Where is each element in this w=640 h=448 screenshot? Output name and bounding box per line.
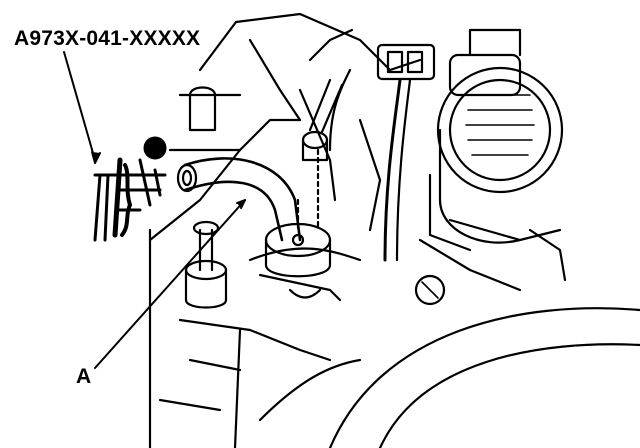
leader-lines <box>63 51 246 369</box>
wire-connector <box>328 43 436 262</box>
vacuum-fitting <box>301 78 344 162</box>
engine-cover-arcs <box>258 307 640 448</box>
mounting-studs <box>184 86 446 309</box>
part-number-label: A973X-041-XXXXX <box>14 27 201 50</box>
clip-part-drawing <box>93 136 167 242</box>
vacuum-control-valve <box>258 148 342 302</box>
egr-valve <box>428 28 564 252</box>
callout-a-label: A <box>76 365 92 388</box>
vacuum-hose <box>176 157 302 242</box>
